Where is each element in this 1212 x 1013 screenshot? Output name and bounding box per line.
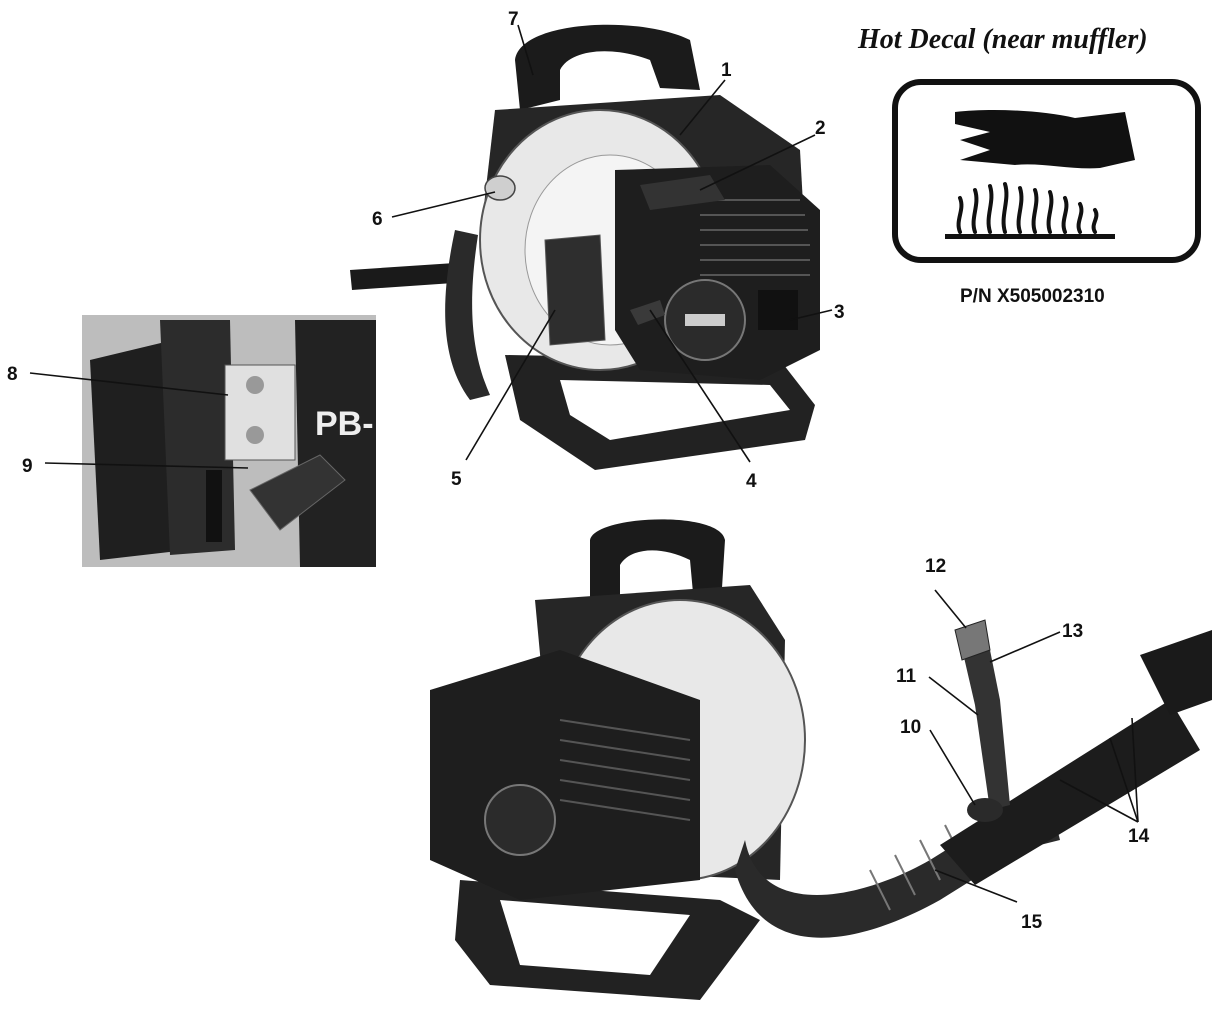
blower-top-illustration [350, 24, 820, 470]
callout-1: 1 [721, 60, 732, 81]
callout-4: 4 [746, 471, 757, 492]
blower-bottom-illustration [430, 519, 1212, 1000]
callout-15: 15 [1021, 912, 1043, 933]
callout-14: 14 [1128, 826, 1150, 847]
callout-6: 6 [372, 209, 383, 230]
decal-frame [892, 79, 1201, 263]
callout-13: 13 [1062, 621, 1083, 642]
callout-9: 9 [22, 456, 33, 477]
callout-11: 11 [896, 666, 917, 687]
callout-2: 2 [815, 118, 826, 139]
callout-12: 12 [925, 556, 946, 577]
decal-title: Hot Decal (near muffler) [857, 24, 1148, 55]
callout-numbers: 1 2 3 4 5 6 7 8 9 10 11 12 13 14 15 [7, 9, 1150, 933]
decal-part-number: P/N X505002310 [960, 286, 1105, 307]
callout-7: 7 [508, 9, 519, 30]
leader-lines [29, 24, 1139, 903]
hot-decal: Hot Decal (near muffler) P/N X505002310 [857, 24, 1201, 307]
heat-surface-line [945, 234, 1115, 239]
callout-8: 8 [7, 364, 18, 385]
inset-model-label: PB- [315, 405, 374, 443]
callout-10: 10 [900, 717, 921, 738]
heat-waves-icon [956, 182, 1099, 234]
carburetor-inset-photo: PB- [82, 315, 376, 567]
hand-icon [955, 110, 1135, 169]
callout-5: 5 [451, 469, 462, 490]
callout-3: 3 [834, 302, 845, 323]
